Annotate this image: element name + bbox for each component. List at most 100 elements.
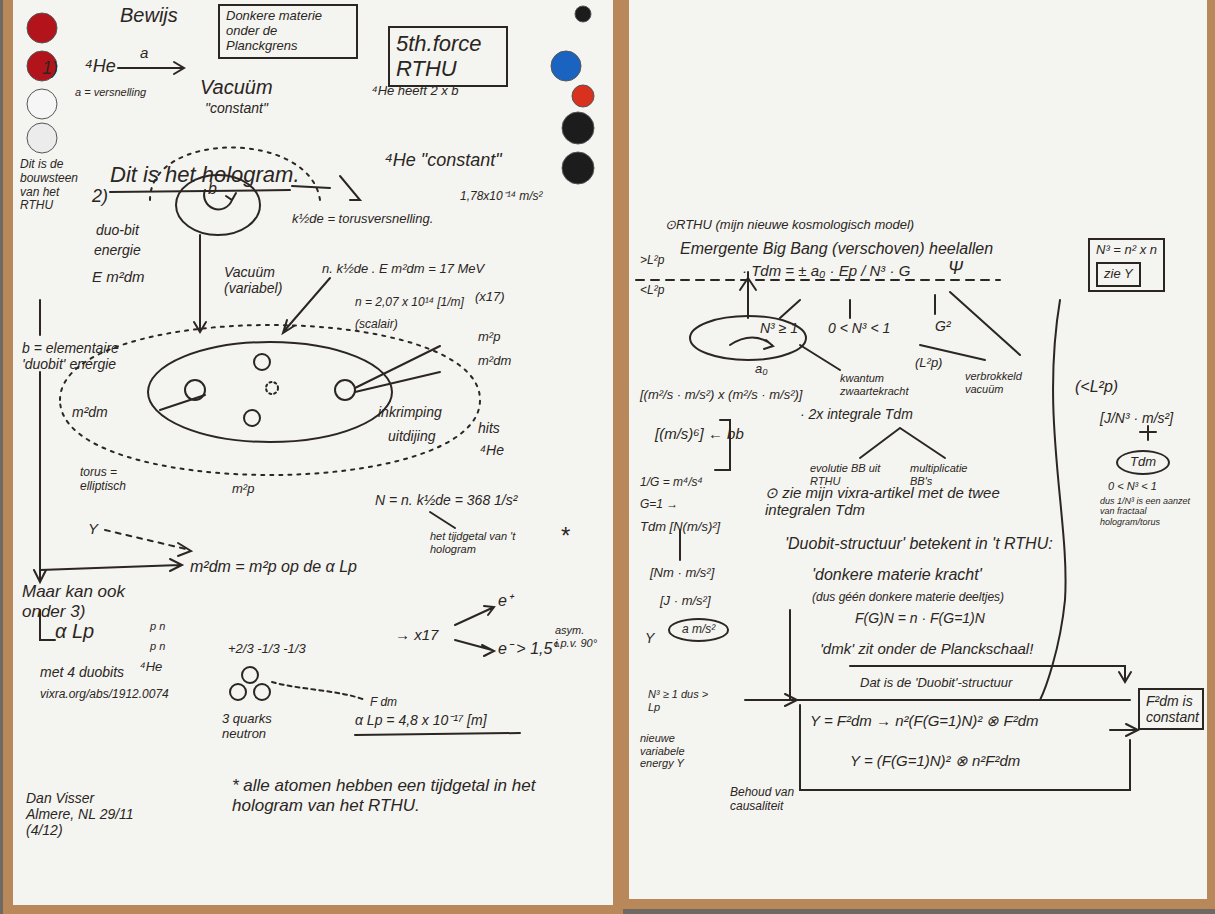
handwritten-note: uitdijing: [388, 428, 435, 444]
handwritten-note: torus = elliptisch: [80, 466, 162, 494]
handwritten-note: · 2x integrale Tdm: [800, 406, 913, 422]
handwritten-note: duo-bit: [96, 222, 139, 238]
handwritten-note: vixra.org/abs/1912.0074: [40, 688, 136, 702]
handwritten-note: kwantum zwaartekracht: [840, 372, 912, 397]
text-box: N³ = n² x n zie Y: [1088, 238, 1165, 292]
marker-line: [266, 382, 278, 394]
handwritten-note: F dm: [370, 696, 397, 710]
handwritten-note: Behoud van causaliteit: [730, 786, 825, 814]
handwritten-note: m²dm: [72, 404, 108, 420]
marker-line: [272, 682, 365, 700]
handwritten-note: 'Duobit-structuur' betekent in 't RTHU:: [785, 535, 1120, 553]
handwritten-note: N³ ≥ 1 dus > Lp: [648, 688, 710, 713]
handwritten-note: Tdm [N(m/s)²]: [640, 520, 720, 535]
handwritten-note: "constant": [205, 100, 268, 116]
handwritten-note: hits: [478, 420, 500, 436]
handwritten-note: energie: [94, 242, 141, 258]
handwritten-note: asym. i.p.v. 90°: [555, 624, 605, 649]
text-box: Donkere materie onder de Planckgrens: [218, 4, 358, 59]
magnet: [562, 152, 594, 184]
handwritten-note: (<L²p): [1075, 378, 1118, 396]
marker-line: [1040, 300, 1066, 700]
handwritten-note: a₀: [755, 362, 768, 377]
node-text: zie Y: [1104, 267, 1133, 282]
handwritten-note: ⁴He "constant": [385, 150, 502, 171]
marker-line: [244, 410, 260, 426]
magnet: [27, 6, 594, 184]
handwritten-note: ⁴He: [85, 56, 116, 77]
marker-line: [636, 279, 1000, 281]
handwritten-note: m²dm = m²p op de α Lp: [190, 558, 357, 576]
handwritten-note: m²p: [232, 482, 254, 497]
handwritten-note: evolutie BB uit RTHU: [810, 462, 892, 487]
marker-line: [40, 559, 182, 571]
handwritten-note: (x17): [475, 290, 505, 305]
marker-line: [860, 428, 945, 458]
handwritten-note: +2/3 -1/3 -1/3: [228, 642, 306, 657]
marker-line: [455, 606, 494, 625]
handwritten-note: b = elementaire 'duobit' energie: [22, 340, 134, 372]
marker-line: [105, 530, 190, 550]
marker-line: [178, 543, 191, 556]
handwritten-note: Y = (F(G=1)N)² ⊗ n²F²dm: [850, 752, 1020, 769]
handwritten-note: m²dm: [478, 354, 511, 369]
handwritten-note: k½de = torusversnelling.: [292, 212, 433, 227]
handwritten-note: ⁴He heeft 2 x b: [372, 84, 467, 99]
node-text: Donkere materie onder de Planckgrens: [226, 9, 350, 54]
handwritten-note: [(m/s)⁶] ← bb: [655, 425, 744, 442]
ellipse-node: a m/s²: [668, 618, 729, 642]
handwritten-note: Bewijs: [120, 4, 178, 27]
handwritten-note: α Lp = 4,8 x 10⁻¹⁷ [m]: [355, 712, 487, 728]
marker-line: [800, 705, 1130, 790]
handwritten-note: N = n. k½de = 368 1/s²: [375, 492, 517, 508]
handwritten-note: verbrokkeld vacuüm: [965, 370, 1047, 395]
handwritten-note: · Tdm = ± a₀ · Ep / N³ · G: [742, 262, 910, 279]
handwritten-note: Dan Visser Almere, NL 29/11 (4/12): [26, 790, 138, 838]
handwritten-note: b: [208, 180, 217, 198]
handwritten-note: <L²p: [640, 284, 664, 298]
marker-line: [355, 733, 520, 735]
marker-line: [110, 190, 290, 192]
marker-line: [1110, 724, 1138, 736]
marker-line: [34, 62, 1156, 790]
handwritten-note: ⁴He: [480, 442, 504, 458]
handwritten-note: (scalair): [355, 318, 398, 332]
handwritten-note: m²p: [478, 330, 500, 345]
handwritten-note: 1/G = m⁴/s⁴: [640, 476, 703, 490]
handwritten-note: n = 2,07 x 10¹⁴ [1/m]: [355, 296, 464, 310]
handwritten-note: [Nm · m/s²]: [650, 566, 714, 581]
handwritten-note: Y = F²dm → n²(F(G=1)N)² ⊗ F²dm: [810, 712, 1039, 729]
handwritten-note: ⊙ zie mijn vixra-artikel met de twee int…: [765, 484, 1055, 519]
marker-line: [118, 62, 184, 74]
handwritten-note: → x17: [395, 626, 438, 643]
handwritten-note: Vacuüm: [200, 76, 273, 99]
handwritten-note: met 4 duobits: [40, 664, 124, 680]
handwritten-note: Y: [88, 520, 98, 537]
handwritten-note: 1): [42, 58, 58, 79]
handwritten-note: Dit is de bouwsteen van het RTHU: [20, 158, 92, 213]
handwritten-note: inkrimping: [378, 404, 442, 420]
marker-line: [800, 345, 985, 370]
marker-line: [254, 354, 270, 370]
handwritten-note: nieuwe variabele energy Y: [640, 732, 712, 770]
node-text: N³ = n² x n: [1096, 243, 1157, 258]
handwritten-note: * alle atomen hebben een tijdgetal in he…: [232, 776, 562, 815]
handwritten-note: Vacuüm (variabel): [224, 264, 316, 296]
handwritten-note: Maar kan ook onder 3): [22, 582, 134, 621]
marker-line: [1140, 426, 1156, 440]
handwritten-note: (dus géén donkere materie deeltjes): [812, 591, 1004, 605]
marker-line: [230, 684, 246, 700]
magnet: [27, 123, 57, 153]
handwritten-note: *: [560, 522, 569, 550]
handwritten-note: 2): [92, 186, 108, 207]
handwritten-note: [(m²/s · m/s²) x (m²/s · m/s²)]: [640, 388, 802, 403]
handwritten-note: a = versnelling: [75, 86, 146, 99]
handwritten-note: G=1 →: [640, 498, 678, 512]
board-frame: [8, 0, 1212, 910]
text-box: F²dm is constant: [1138, 688, 1204, 730]
marker-line: [194, 235, 206, 332]
text-box: 5th.force RTHU: [388, 26, 508, 87]
handwritten-note: α Lp: [55, 620, 94, 643]
marker-line: [790, 610, 1130, 700]
